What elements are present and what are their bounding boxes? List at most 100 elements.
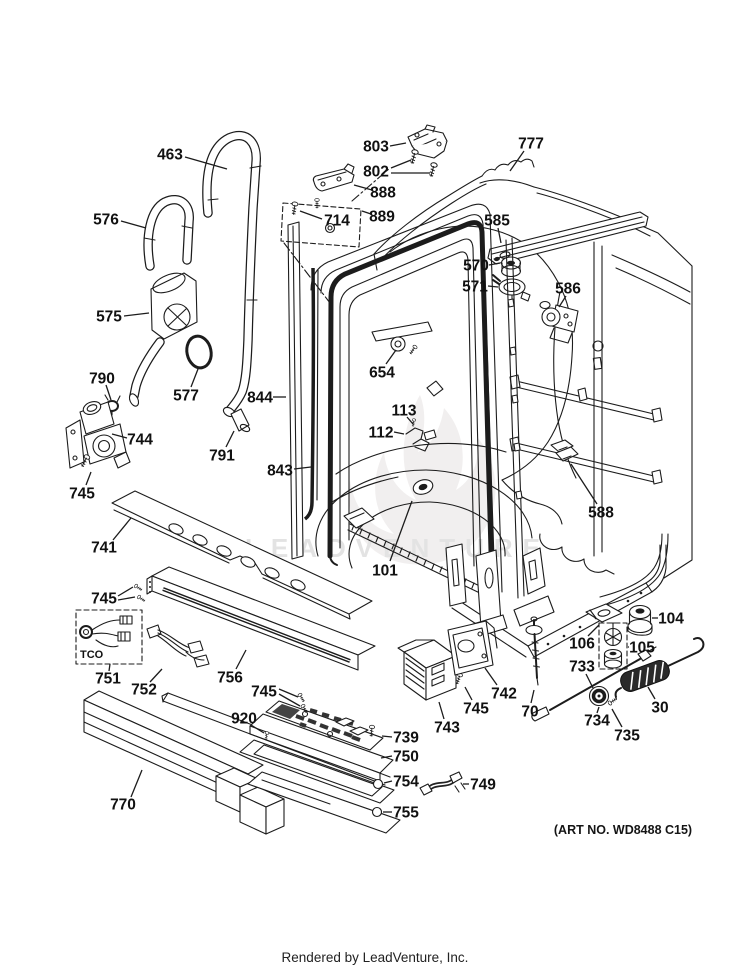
seal-843 (303, 267, 316, 521)
callout-777-23[interactable]: 777 (518, 136, 544, 153)
callout-586-27[interactable]: 586 (555, 281, 581, 298)
callout-754-46[interactable]: 754 (393, 774, 419, 791)
screw-745-base-a (297, 692, 307, 704)
callout-112-30[interactable]: 112 (368, 425, 393, 442)
leader-30-40 (647, 686, 656, 700)
callout-734-38[interactable]: 734 (584, 713, 610, 730)
leader-113-29 (406, 416, 414, 425)
leader-70-37 (530, 689, 535, 704)
kit-box-889 (280, 202, 362, 248)
tco-harness-751: TCO (75, 609, 143, 665)
art-number: (ART NO. WD8488 C15) (554, 823, 692, 837)
callout-742-43[interactable]: 742 (491, 686, 517, 703)
connector-791 (230, 408, 251, 433)
insulation-wrap (389, 225, 573, 481)
callout-749-47[interactable]: 749 (470, 777, 496, 794)
callout-744-5[interactable]: 744 (127, 432, 153, 449)
spring-30 (614, 637, 705, 698)
harness-drawing: TCO (75, 609, 210, 668)
strike-888 (312, 163, 355, 192)
callout-106-35[interactable]: 106 (569, 636, 595, 653)
callout-714-22[interactable]: 714 (324, 213, 350, 230)
leader-654-28 (385, 349, 397, 365)
callout-105-34[interactable]: 105 (629, 640, 655, 657)
door-latch-803 (407, 124, 448, 159)
callout-588-31[interactable]: 588 (588, 505, 614, 522)
leader-791-7 (225, 430, 235, 448)
callout-735-39[interactable]: 735 (614, 728, 640, 745)
leader-745-6 (85, 471, 92, 486)
leader-770-17 (130, 769, 143, 798)
callout-113-29[interactable]: 113 (391, 403, 416, 420)
leader-743-41 (438, 701, 445, 720)
leader-742-43 (484, 667, 498, 686)
leader-889-21 (361, 210, 372, 215)
callout-751-12[interactable]: 751 (95, 671, 121, 688)
callout-791-7[interactable]: 791 (209, 448, 235, 465)
callout-770-17[interactable]: 770 (110, 797, 136, 814)
callout-745-42[interactable]: 745 (463, 701, 489, 718)
callout-843-9[interactable]: 843 (267, 463, 293, 480)
keeper-112 (405, 418, 437, 452)
leader-745-15 (278, 688, 299, 698)
leader-744-5 (111, 433, 128, 439)
callout-571-26[interactable]: 571 (462, 279, 488, 296)
callout-463-0[interactable]: 463 (157, 147, 183, 164)
rail-741 (111, 490, 373, 620)
leveling-leg-70 (525, 616, 543, 686)
leader-739-44 (381, 735, 393, 738)
callout-733-36[interactable]: 733 (569, 659, 595, 676)
callout-741-10[interactable]: 741 (91, 540, 117, 557)
bracket-742 (447, 620, 498, 676)
callout-755-48[interactable]: 755 (393, 805, 419, 822)
frame-755 (247, 771, 401, 834)
callout-101-32[interactable]: 101 (372, 563, 398, 580)
callout-70-37[interactable]: 70 (521, 704, 538, 721)
callout-745-15[interactable]: 745 (251, 684, 277, 701)
callout-803-18[interactable]: 803 (363, 139, 389, 156)
leader-803-18 (389, 142, 407, 147)
callout-30-40[interactable]: 30 (651, 700, 668, 717)
callout-745-11[interactable]: 745 (91, 591, 117, 608)
kit-105 (598, 622, 628, 670)
leader-463-0 (184, 156, 228, 170)
leader-754-46 (383, 780, 393, 784)
leader-733-36 (585, 673, 594, 689)
callout-790-4[interactable]: 790 (89, 371, 115, 388)
leader-752-13 (149, 668, 163, 683)
leader-101-32 (389, 500, 413, 562)
junction-box-743 (397, 639, 457, 701)
leader-570-25 (488, 262, 501, 266)
callout-920-16[interactable]: 920 (231, 711, 257, 728)
callout-575-2[interactable]: 575 (96, 309, 122, 326)
callout-104-33[interactable]: 104 (658, 611, 684, 628)
callout-752-13[interactable]: 752 (131, 682, 157, 699)
callout-654-28[interactable]: 654 (369, 365, 395, 382)
callout-576-1[interactable]: 576 (93, 212, 119, 229)
leader-756-14 (235, 649, 247, 670)
leader-745-15 (278, 693, 301, 707)
callout-888-20[interactable]: 888 (370, 185, 396, 202)
callout-889-21[interactable]: 889 (369, 209, 395, 226)
callout-570-25[interactable]: 570 (463, 258, 489, 275)
leader-802-19 (390, 159, 412, 169)
leader-734-38 (596, 706, 600, 714)
callout-577-3[interactable]: 577 (173, 388, 199, 405)
callout-585-24[interactable]: 585 (484, 213, 510, 230)
harness-749 (419, 771, 466, 796)
base-left-drawing (83, 690, 466, 835)
callout-844-8[interactable]: 844 (247, 390, 273, 407)
callout-745-6[interactable]: 745 (69, 486, 95, 503)
air-gap-575 (150, 272, 198, 340)
harness-752 (146, 624, 210, 668)
callout-750-45[interactable]: 750 (393, 749, 419, 766)
o-ring-577 (185, 334, 213, 370)
callout-743-41[interactable]: 743 (434, 720, 460, 737)
plate-106 (585, 603, 623, 623)
callout-756-14[interactable]: 756 (217, 670, 243, 687)
leader-777-23 (509, 150, 525, 172)
callout-739-44[interactable]: 739 (393, 730, 419, 747)
callout-802-19[interactable]: 802 (363, 164, 389, 181)
leader-745-11 (117, 596, 136, 601)
